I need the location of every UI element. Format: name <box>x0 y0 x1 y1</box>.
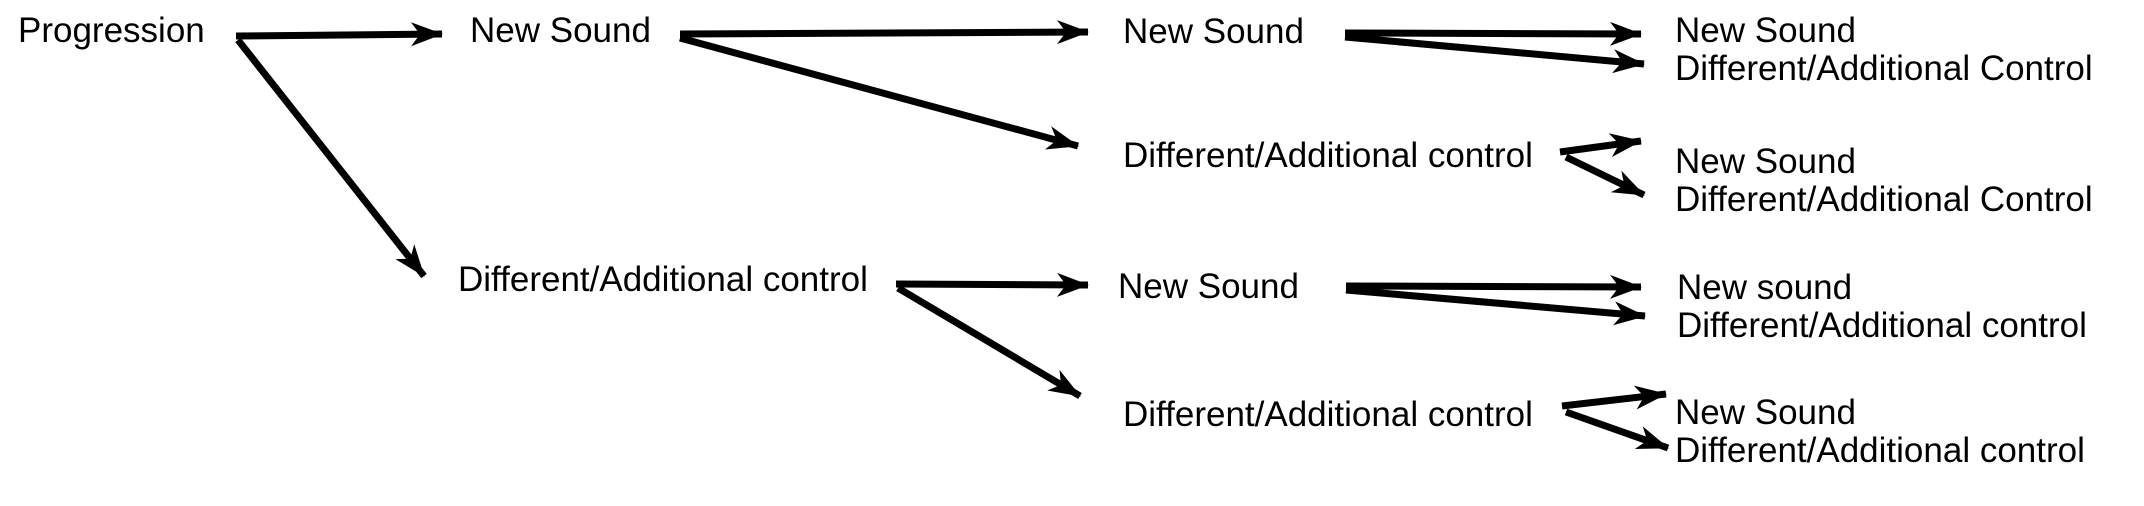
node-l2-different-additional-control: Different/Additional control <box>458 260 868 299</box>
leaf-group-2: New Sound Different/Additional Control <box>1675 143 2093 219</box>
leaf-different-additional-control: Different/Additional Control <box>1675 49 2093 88</box>
arrow-progression-to-diff-control <box>235 37 427 279</box>
leaf-different-additional-control: Different/Additional control <box>1675 431 2085 470</box>
arrow-l3a-to-leaf-newsound <box>1344 21 1642 46</box>
leaf-new-sound: New Sound <box>1675 11 1856 50</box>
node-progression: Progression <box>18 11 205 50</box>
arrow-l3d-to-leaf-newsound <box>1561 385 1667 410</box>
leaf-group-1: New Sound Different/Additional Control <box>1675 12 2093 88</box>
arrow-diffcontrol-l2-to-newsound-l3 <box>895 272 1089 297</box>
leaf-new-sound: New Sound <box>1675 393 1856 432</box>
leaf-group-4: New Sound Different/Additional control <box>1675 394 2085 470</box>
node-l3-new-sound-1: New Sound <box>1123 12 1304 51</box>
arrow-progression-to-new-sound <box>235 22 443 47</box>
arrow-l3c-to-leaf-newsound <box>1345 274 1642 299</box>
leaf-new-sound: New Sound <box>1675 142 1856 181</box>
leaf-group-3: New sound Different/Additional control <box>1677 269 2087 345</box>
arrow-newsound-l2-to-diffcontrol-l3 <box>679 34 1079 150</box>
arrow-l3a-to-leaf-diffcontrol <box>1344 33 1645 74</box>
arrow-newsound-l2-to-newsound-l3 <box>679 20 1089 45</box>
node-l3-different-additional-control-2: Different/Additional control <box>1123 395 1533 434</box>
leaf-different-additional-control: Different/Additional Control <box>1675 180 2093 219</box>
arrow-l3b-to-leaf-diffcontrol <box>1564 153 1646 199</box>
arrow-l3d-to-leaf-diffcontrol <box>1564 408 1670 452</box>
arrow-l3c-to-leaf-diffcontrol <box>1345 286 1646 326</box>
arrow-l3b-to-leaf-newsound <box>1559 133 1642 158</box>
node-l2-new-sound: New Sound <box>470 11 651 50</box>
node-l3-different-additional-control-1: Different/Additional control <box>1123 136 1533 175</box>
node-l3-new-sound-2: New Sound <box>1118 267 1299 306</box>
leaf-different-additional-control: Different/Additional control <box>1677 306 2087 345</box>
leaf-new-sound: New sound <box>1677 268 1853 307</box>
arrow-diffcontrol-l2-to-diffcontrol-l3 <box>896 284 1082 400</box>
